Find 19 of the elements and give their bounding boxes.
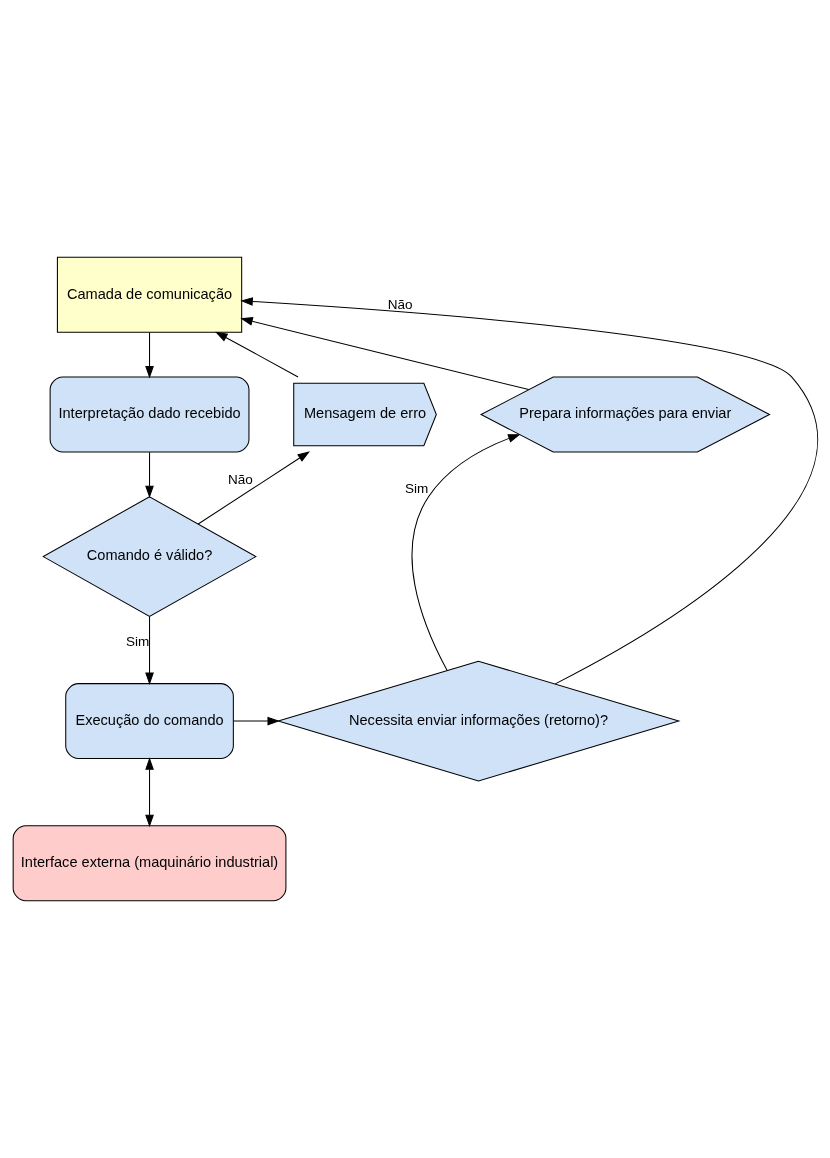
arrow [144,331,154,379]
node-box: Interpretação dado recebido [49,376,249,453]
arrow [232,716,280,726]
node-diamond: Comando é válido? [41,496,257,618]
node-box: Camada de comunicação [56,256,242,333]
node-box: Execução do comando [64,683,234,760]
edge-label: Não [387,297,413,313]
edge-label: Sim [125,634,149,650]
edge-label: Sim [404,481,428,496]
arrow [239,317,529,391]
edge-label: Não [227,472,253,488]
arrow [214,331,299,378]
arrow [144,616,154,686]
arrow [239,297,818,685]
arrow [144,451,154,499]
node-box: Interface externa (maquinário industrial) [12,825,286,902]
arrow [144,757,154,828]
arrow [410,434,521,671]
arrow [197,451,310,525]
